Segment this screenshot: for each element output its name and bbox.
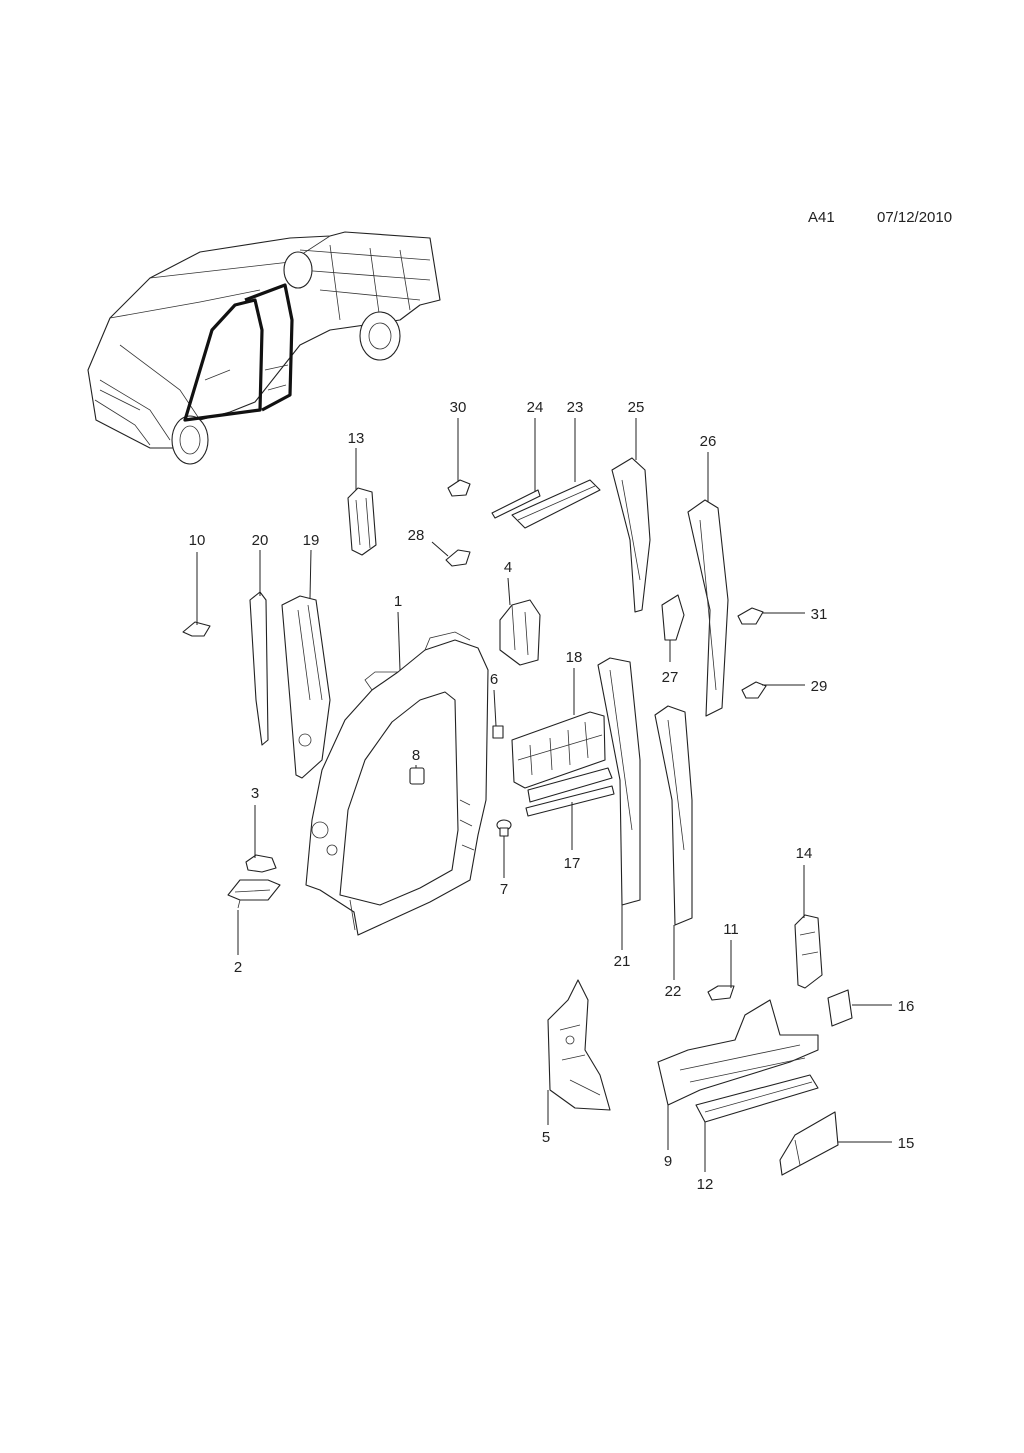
part-30-clip <box>447 479 471 497</box>
callout-19: 19 <box>303 532 320 549</box>
part-16-plate <box>827 989 853 1027</box>
callout-16: 16 <box>898 998 915 1015</box>
part-14-bracket <box>794 914 823 989</box>
callout-27: 27 <box>662 669 679 686</box>
part-12-sill-strip <box>695 1074 819 1123</box>
part-24-strip <box>491 489 541 519</box>
part-20-pillar <box>249 591 269 746</box>
callout-6: 6 <box>490 671 498 688</box>
callout-labels: 1 2 3 4 5 6 7 8 9 10 11 12 13 14 15 16 1… <box>189 399 915 1193</box>
part-9-sill <box>657 999 819 1106</box>
callout-10: 10 <box>189 532 206 549</box>
callout-24: 24 <box>527 399 544 416</box>
part-5-panel <box>547 979 611 1111</box>
part-19-pillar <box>281 595 331 779</box>
callout-9: 9 <box>664 1153 672 1170</box>
callout-26: 26 <box>700 433 717 450</box>
callout-23: 23 <box>567 399 584 416</box>
callout-3: 3 <box>251 785 259 802</box>
part-17-strip <box>525 767 615 817</box>
part-2-bracket <box>227 879 281 909</box>
diagram-code: A41 <box>808 209 835 226</box>
part-23-rail <box>511 479 601 529</box>
callout-15: 15 <box>898 1135 915 1152</box>
callout-31: 31 <box>811 606 828 623</box>
callout-14: 14 <box>796 845 813 862</box>
callout-18: 18 <box>566 649 583 666</box>
part-25-pillar <box>611 457 651 613</box>
part-1-door-aperture <box>305 631 489 936</box>
part-11-bracket <box>707 985 735 1001</box>
part-29-clip <box>741 681 767 699</box>
callout-7: 7 <box>500 881 508 898</box>
part-6-clip <box>492 725 504 739</box>
callout-1: 1 <box>394 593 402 610</box>
part-10-bracket <box>182 621 211 637</box>
part-26-pillar <box>687 499 729 717</box>
callout-21: 21 <box>614 953 631 970</box>
part-7-plug <box>496 819 512 837</box>
callout-5: 5 <box>542 1129 550 1146</box>
part-13-bracket <box>347 487 377 556</box>
callout-2: 2 <box>234 959 242 976</box>
part-27-bracket <box>661 594 685 641</box>
callout-22: 22 <box>665 983 682 1000</box>
callout-4: 4 <box>504 559 512 576</box>
part-15-panel <box>779 1111 839 1176</box>
callout-20: 20 <box>252 532 269 549</box>
part-31-clip <box>737 607 764 625</box>
callout-11: 11 <box>723 921 739 938</box>
part-3-bracket <box>245 854 277 873</box>
callout-12: 12 <box>697 1176 714 1193</box>
callout-17: 17 <box>564 855 581 872</box>
part-18-panel <box>511 711 606 789</box>
part-28-clip <box>445 549 471 567</box>
part-21-pillar <box>597 657 641 906</box>
callout-13: 13 <box>348 430 365 447</box>
part-4-panel <box>499 599 541 666</box>
leader-lines <box>196 418 892 1172</box>
diagram-date: 07/12/2010 <box>877 209 953 226</box>
part-22-pillar <box>654 705 693 926</box>
vehicle-overview <box>87 231 441 465</box>
callout-25: 25 <box>628 399 645 416</box>
part-8-patch <box>409 767 425 785</box>
callout-30: 30 <box>450 399 467 416</box>
callout-28: 28 <box>408 527 425 544</box>
callout-29: 29 <box>811 678 828 695</box>
callout-8: 8 <box>412 747 420 764</box>
